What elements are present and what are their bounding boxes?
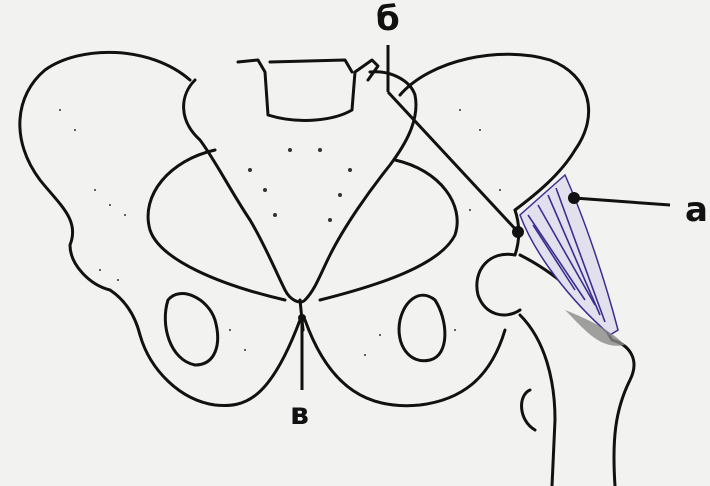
pelvic-inlet-right [320,160,457,300]
greater-trochanter [612,340,634,486]
pointer-a [574,198,670,205]
right-pubic-ramus [305,320,505,406]
point-a [568,192,580,204]
bone-stippling [59,109,501,356]
right-obturator-foramen [399,295,445,361]
label-b: б [376,2,400,36]
left-obturator-foramen [165,294,217,365]
sacrum-promontory [270,60,352,72]
sacrum-outline [184,72,416,302]
femoral-head [477,254,520,315]
point-v [298,314,306,322]
lesser-trochanter [522,390,535,430]
label-a: а [685,193,708,227]
left-pubic-ramus [140,320,300,406]
femur-shaft [520,315,555,486]
point-b [512,226,524,238]
left-ilium-outline [20,52,190,335]
pelvic-inlet-left [148,150,285,300]
sacrum-base [238,60,378,120]
label-v: в [290,400,309,430]
